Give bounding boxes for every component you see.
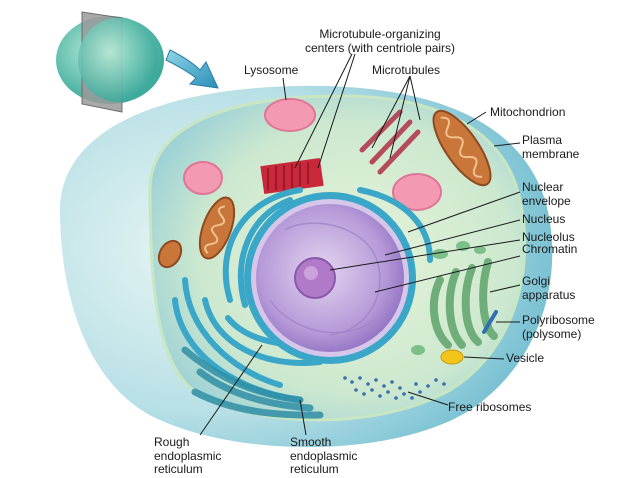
free-ribosomes-shape (343, 376, 446, 400)
chromatin-label: Chromatin (522, 242, 578, 256)
lysosome-label: Lysosome (244, 63, 299, 77)
polyribosome-label: Polyribosome (polysome) (522, 313, 595, 341)
smooth-er-shape (181, 346, 324, 419)
rough-er-label: Rough endoplasmic reticulum (154, 435, 222, 476)
nucleolus-shape (294, 257, 336, 299)
lysosome-shape (183, 98, 442, 211)
polyribosome-shape (482, 310, 498, 334)
golgi-label: Golgi apparatus (522, 274, 576, 302)
leader-lines (199, 53, 521, 436)
nuclear-envelope-label: Nuclear envelope (522, 180, 571, 208)
mitochondrion-shape (157, 109, 492, 269)
mtoc-shape (260, 157, 324, 195)
vesicle-label: Vesicle (506, 351, 545, 365)
microtubules-label: Microtubules (372, 63, 441, 77)
nucleus-label: Nucleus (522, 212, 566, 226)
overview-cell-icon (56, 11, 164, 113)
golgi-shape (429, 258, 498, 349)
mtoc-label: Microtubule-organizing centers (with cen… (305, 27, 456, 55)
smooth-er-label: Smooth endoplasmic reticulum (290, 435, 358, 476)
nucleolus-label: Nucleolus (522, 230, 575, 244)
mitochondrion-label: Mitochondrion (490, 105, 566, 119)
free-ribosomes-label: Free ribosomes (448, 400, 532, 414)
arrow-icon (165, 49, 219, 89)
plasma-membrane-label: Plasma membrane (522, 133, 580, 161)
vesicle-shape (440, 349, 464, 365)
